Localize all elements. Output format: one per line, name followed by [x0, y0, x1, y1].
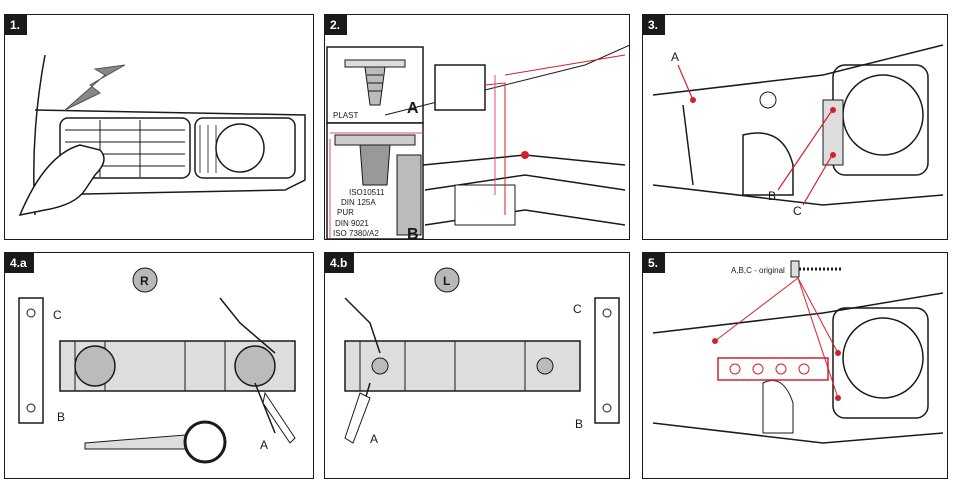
step-number-1: 1. [5, 15, 28, 35]
panel-2: 2. PLAST A B ISO10511 DIN 125A PUR DIN 9… [324, 14, 630, 240]
spec-2: PUR [337, 208, 354, 217]
step-number-5: 5. [643, 253, 666, 273]
panel-1: 1. [4, 14, 314, 240]
spec-1: DIN 125A [341, 198, 376, 207]
bolt-left [371, 357, 389, 375]
bumper-grille-illustration [18, 54, 306, 217]
right-bracket-illustration: R C B A [18, 267, 296, 464]
plast-label: PLAST [333, 111, 358, 120]
label-a: A [671, 50, 679, 64]
label-b: B [407, 226, 419, 240]
label-b: B [57, 410, 65, 424]
step-number-2: 2. [325, 15, 348, 35]
label-c: C [53, 308, 62, 322]
screw-note: A,B,C - original [731, 266, 785, 275]
nut-bolt [359, 144, 391, 186]
final-assembly-illustration: A,B,C - original [652, 260, 944, 444]
label-a: A [260, 438, 268, 452]
side-badge [132, 267, 158, 293]
step-number-4a: 4.a [5, 253, 34, 273]
spec-0: ISO10511 [349, 188, 385, 197]
step-number-3: 3. [643, 15, 666, 35]
mounting-bracket-illustration: PLAST A B ISO10511 DIN 125A PUR DIN 9021… [326, 44, 629, 240]
bumper-opening-illustration: A B C [652, 44, 944, 218]
side-label: R [140, 274, 149, 288]
tow-hook-shaft [84, 434, 186, 450]
side-badge [434, 267, 460, 293]
left-bracket-illustration: L C B A [344, 267, 620, 446]
arrow-icon [64, 64, 126, 111]
label-c: C [793, 204, 802, 218]
panel-4a: 4.a R C B A [4, 252, 314, 479]
bolt-right [536, 357, 554, 375]
fixing-point-red [521, 151, 529, 159]
label-a: A [407, 100, 419, 117]
label-b: B [768, 189, 776, 203]
tow-hook-eye [183, 420, 227, 464]
bracket [434, 64, 486, 111]
step-number-4b: 4.b [325, 253, 355, 273]
panel-4b: 4.b L C B A [324, 252, 630, 479]
label-b: B [575, 417, 583, 431]
spec-4: ISO 7380/A2 [333, 229, 379, 238]
point-b [830, 107, 836, 113]
panel-3: 3. A B C [642, 14, 948, 240]
spec-3: DIN 9021 [335, 219, 369, 228]
point-c [830, 152, 836, 158]
panel-5: 5. A,B,C - original [642, 252, 948, 479]
knob-left [74, 345, 116, 387]
label-a: A [370, 432, 378, 446]
knob-right [234, 345, 276, 387]
hand-illustration [18, 144, 105, 217]
label-c: C [573, 302, 582, 316]
plastic-clip [364, 66, 386, 106]
side-label: L [443, 274, 450, 288]
